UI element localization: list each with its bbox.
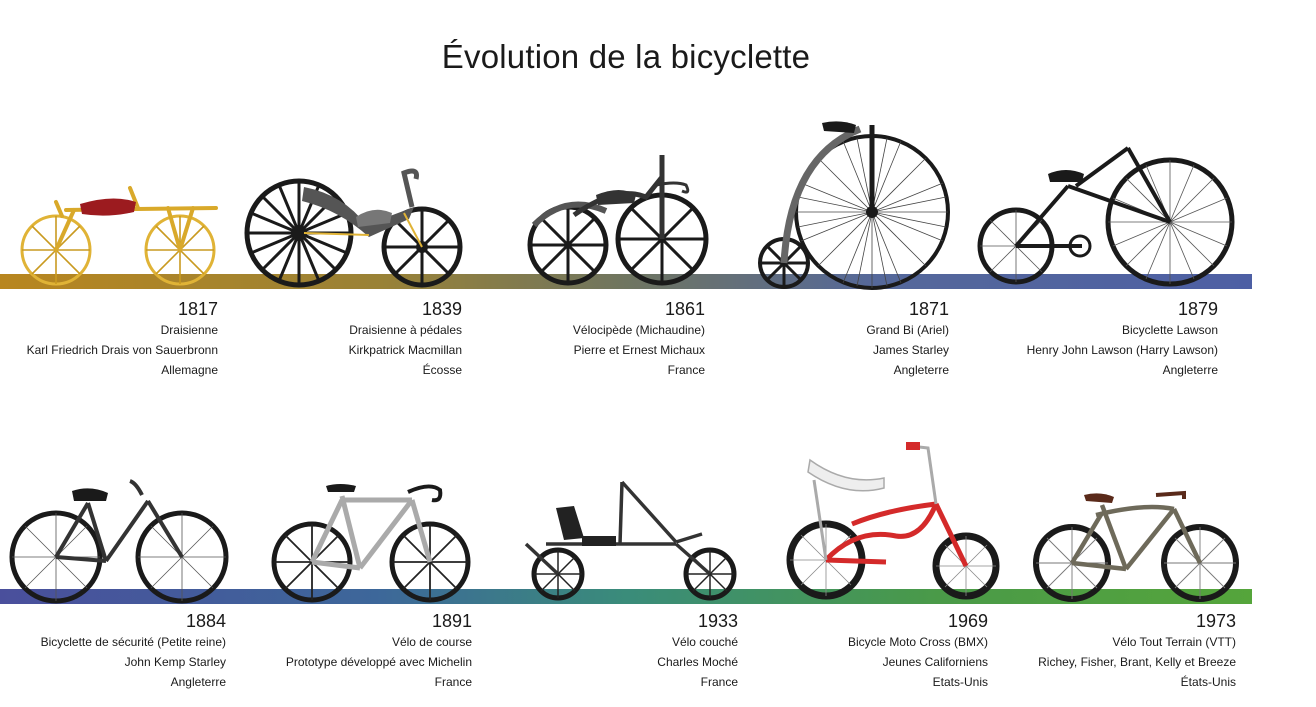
entry-country: Angleterre (170, 675, 226, 689)
entry-country: Écosse (422, 363, 462, 377)
entry-country: Etats-Unis (932, 675, 988, 689)
entry-inventor: John Kemp Starley (124, 655, 226, 669)
entry-country: Angleterre (1162, 363, 1218, 377)
draisienne-pedales-illustration (244, 168, 463, 288)
entry-year: 1891 (431, 611, 472, 631)
entry-name: Vélo de course (391, 635, 472, 649)
entry-country: France (667, 363, 705, 377)
entry-country: Angleterre (893, 363, 949, 377)
entry-name: Bicyclette Lawson (1121, 323, 1218, 337)
entry-name: Vélo Tout Terrain (VTT) (1112, 635, 1236, 649)
entry-inventor: Karl Friedrich Drais von Sauerbronn (26, 343, 218, 357)
velo-de-course-illustration (271, 484, 471, 603)
entry-year: 1879 (1177, 299, 1218, 319)
timeline-entry-1871: 1871 Grand Bi (Ariel) James Starley Angl… (760, 298, 949, 380)
entry-name: Grand Bi (Ariel) (866, 323, 949, 337)
entry-country: France (434, 675, 472, 689)
entry-name: Bicycle Moto Cross (BMX) (847, 635, 988, 649)
bicyclette-lawson-illustration (977, 146, 1235, 287)
velocipede-illustration (527, 155, 709, 286)
page-title: Évolution de la bicyclette (441, 38, 811, 75)
entry-year: 1884 (185, 611, 226, 631)
entry-year: 1871 (908, 299, 949, 319)
entry-name: Vélocipède (Michaudine) (572, 323, 705, 337)
entry-name: Draisienne à pédales (349, 323, 462, 337)
timeline-entry-1839: 1839 Draisienne à pédales Kirkpatrick Ma… (250, 298, 462, 380)
velo-couche-illustration (524, 480, 737, 601)
entry-inventor: Charles Moché (657, 655, 738, 669)
entry-year: 1861 (664, 299, 705, 319)
entry-inventor: Kirkpatrick Macmillan (348, 343, 462, 357)
entry-name: Bicyclette de sécurité (Petite reine) (40, 635, 226, 649)
entry-country: Allemagne (161, 363, 218, 377)
timeline-entry-1861: 1861 Vélocipède (Michaudine) Pierre et E… (500, 298, 705, 380)
timeline-entry-1817: 1817 Draisienne Karl Friedrich Drais von… (0, 298, 218, 380)
entry-year: 1933 (697, 611, 738, 631)
timeline-entry-1884: 1884 Bicyclette de sécurité (Petite rein… (0, 610, 226, 692)
bmx-illustration (786, 442, 1000, 600)
entry-name: Draisienne (160, 323, 218, 337)
bicyclette-securite-illustration (9, 479, 229, 604)
timeline-entry-1973: 1973 Vélo Tout Terrain (VTT) Richey, Fis… (1000, 610, 1236, 692)
entry-country: France (700, 675, 738, 689)
entry-inventor: Prototype développé avec Michelin (285, 655, 472, 669)
entry-country: États-Unis (1180, 675, 1236, 689)
entry-inventor: James Starley (872, 343, 949, 357)
entry-inventor: Richey, Fisher, Brant, Kelly et Breeze (1038, 655, 1236, 669)
entry-year: 1839 (421, 299, 462, 319)
entry-year: 1973 (1195, 611, 1236, 631)
timeline-entry-1969: 1969 Bicycle Moto Cross (BMX) Jeunes Cal… (780, 610, 988, 692)
vtt-illustration (1033, 490, 1239, 602)
timeline-entry-1891: 1891 Vélo de course Prototype développé … (250, 610, 472, 692)
draisienne-illustration (20, 186, 218, 286)
grand-bi-illustration (758, 121, 950, 290)
entry-inventor: Jeunes Californiens (882, 655, 988, 669)
entry-inventor: Henry John Lawson (Harry Lawson) (1026, 343, 1218, 357)
entry-year: 1969 (947, 611, 988, 631)
timeline-entry-1879: 1879 Bicyclette Lawson Henry John Lawson… (990, 298, 1218, 380)
timeline-entry-1933: 1933 Vélo couché Charles Moché France (520, 610, 738, 692)
entry-name: Vélo couché (671, 635, 738, 649)
entry-inventor: Pierre et Ernest Michaux (573, 343, 705, 357)
entry-year: 1817 (177, 299, 218, 319)
